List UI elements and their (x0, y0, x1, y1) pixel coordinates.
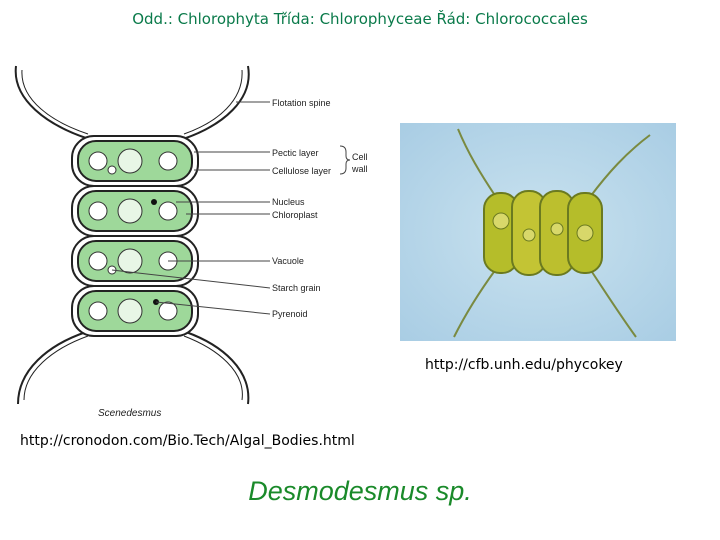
scenedesmus-diagram: Flotation spine Pectic layer Cellulose l… (14, 65, 368, 419)
label-pyrenoid: Pyrenoid (272, 309, 308, 319)
species-name: Desmodesmus sp. (248, 476, 472, 506)
cell-2 (71, 185, 199, 237)
leader-lines (111, 101, 271, 315)
slide-title: Odd.: Chlorophyta Třída: Chlorophyceae Ř… (132, 10, 588, 28)
label-cellulose-layer: Cellulose layer (272, 166, 331, 176)
top-right-spine-inner (183, 69, 243, 135)
diagram-caption: Scenedesmus (98, 408, 161, 419)
label-flotation-spine: Flotation spine (272, 98, 331, 108)
diagram-source-link[interactable]: http://cronodon.com/Bio.Tech/Algal_Bodie… (20, 433, 355, 449)
photo-source-link[interactable]: http://cfb.unh.edu/phycokey (425, 357, 623, 373)
cell-wall-brace (339, 145, 351, 175)
bottom-right-spine (185, 331, 250, 405)
label-starch-grain: Starch grain (272, 283, 321, 293)
label-vacuole: Vacuole (272, 256, 304, 266)
top-left-spine-inner (21, 69, 89, 135)
bottom-left-spine (17, 331, 87, 405)
cell-3 (71, 235, 199, 287)
top-left-spine (14, 65, 87, 139)
label-nucleus: Nucleus (272, 197, 305, 207)
label-cell-wall-1: Cell (352, 152, 368, 162)
micrograph-photo (400, 123, 676, 341)
bottom-left-spine-inner (23, 335, 89, 401)
cell-4 (71, 285, 199, 337)
cell-1 (71, 135, 199, 187)
label-chloroplast: Chloroplast (272, 210, 318, 220)
bottom-right-spine-inner (183, 335, 243, 401)
top-right-spine (185, 65, 250, 139)
label-cell-wall-2: wall (351, 164, 368, 174)
label-pectic-layer: Pectic layer (272, 148, 319, 158)
